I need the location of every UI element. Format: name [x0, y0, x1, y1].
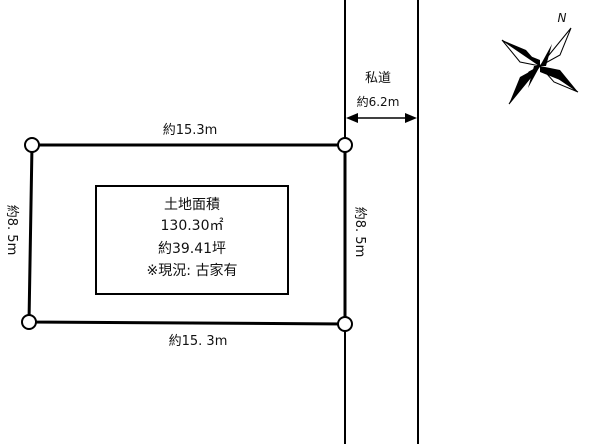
road-width-label: 約6.2m: [357, 94, 400, 109]
current-status-note: ※現況: 古家有: [147, 262, 238, 279]
corner-marker-bottom-right: [337, 316, 353, 332]
right-dimension-label: 約8. 5m: [352, 207, 367, 257]
land-area-sqm: 130.30㎡: [161, 218, 224, 234]
north-compass-icon: [501, 27, 579, 105]
info-box: [95, 185, 289, 295]
road-width-arrow: [346, 113, 417, 123]
left-dimension-label: 約8. 5m: [4, 205, 19, 255]
north-label: N: [558, 11, 567, 25]
corner-marker-bottom-left: [21, 314, 37, 330]
land-area-tsubo: 約39.41坪: [158, 241, 226, 257]
land-area-title: 土地面積: [164, 197, 220, 213]
corner-marker-top-left: [24, 137, 40, 153]
road-name: 私道: [365, 71, 391, 86]
top-dimension-label: 約15.3m: [163, 123, 218, 138]
bottom-dimension-label: 約15. 3m: [169, 334, 228, 349]
corner-marker-top-right: [337, 137, 353, 153]
